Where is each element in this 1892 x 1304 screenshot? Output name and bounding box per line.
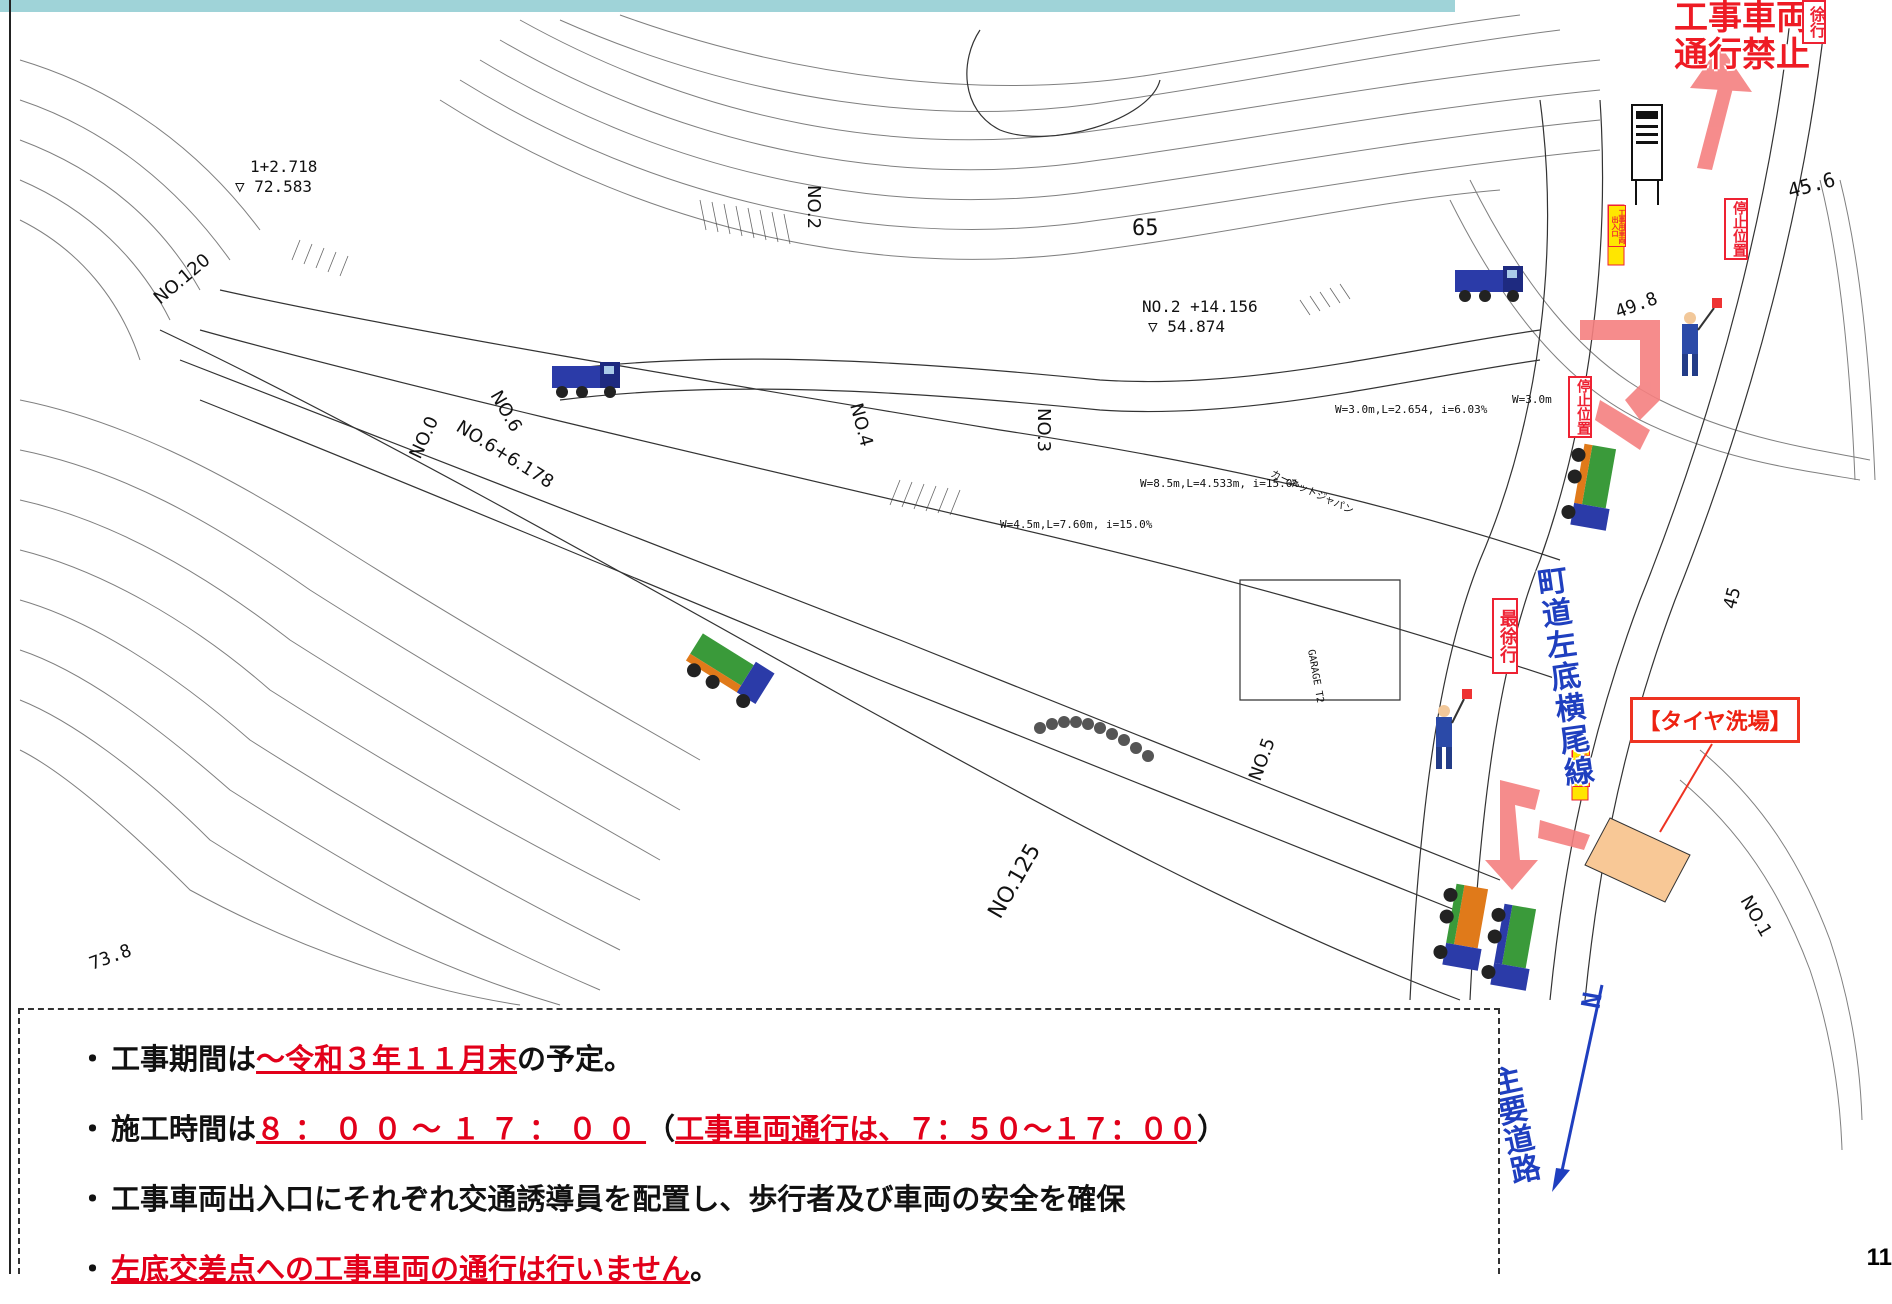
station-no-1-right: NO.1 xyxy=(1736,892,1776,941)
arrow-upper-down xyxy=(1595,400,1650,450)
elevation-a-value: ▽ 72.583 xyxy=(235,177,312,196)
truck-icon xyxy=(1561,443,1617,531)
contour-49-8: 49.8 xyxy=(1613,288,1661,323)
contour-65: 65 xyxy=(1132,216,1159,241)
arrow-lower-side xyxy=(1538,820,1590,850)
truck-icon xyxy=(1433,883,1489,971)
flagmen xyxy=(1436,298,1722,769)
truck-icon xyxy=(685,633,775,709)
spec-1: W=3.0m,L=2.654, i=6.03% xyxy=(1335,403,1488,416)
spec-2: W=8.5m,L=4.533m, i=15.0% xyxy=(1140,477,1299,490)
tire-wash-label: 【タイヤ洗場】 xyxy=(1630,697,1800,743)
note-traffic-guards: ・工事車両出入口にそれぞれ交通誘導員を配置し、歩行者及び車両の安全を確保 xyxy=(78,1182,1126,1216)
hours-highlight: ８：００～１７：００ xyxy=(256,1112,647,1146)
elevation-labels: 1+2.718 ▽ 72.583 NO.2 +14.156 ▽ 54.874 6… xyxy=(87,157,1838,975)
stop-tag-upper: 停止位置 xyxy=(1724,198,1748,260)
entry-sign-lower: 工事用車両出入口 xyxy=(1572,745,1590,787)
traffic-arrows xyxy=(1485,45,1752,890)
spec-3: W=4.5m,L=7.60m, i=15.0% xyxy=(1000,518,1153,531)
trucks xyxy=(552,266,1617,991)
vehicle-hours-highlight: 工事車両通行は、７：５０～１７：００ xyxy=(675,1112,1198,1146)
contour-45-6: 45.6 xyxy=(1785,167,1838,203)
garage-label: GARAGE T2 xyxy=(1305,649,1325,704)
arrow-lower-head xyxy=(1485,860,1538,890)
slow-tag-top: 徐行 xyxy=(1802,0,1826,44)
tire-wash-leader xyxy=(1659,743,1713,833)
prohibition-line2: 通行禁止 xyxy=(1674,35,1810,76)
truck-icon xyxy=(1481,903,1537,991)
period-highlight: ～令和３年１１月末 xyxy=(256,1042,518,1076)
w30-label: W=3.0m xyxy=(1512,393,1552,406)
contour-lines xyxy=(19,14,1876,1151)
tire-fence xyxy=(1034,716,1154,762)
station-no-2-top: NO.2 xyxy=(803,185,824,229)
north-arrow xyxy=(1552,984,1604,1192)
truck-icon xyxy=(552,362,620,398)
flagman-icon xyxy=(1436,689,1472,769)
note-intersection: ・左底交差点への工事車両の通行は行いません。 xyxy=(78,1252,720,1286)
station-no-120: NO.120 xyxy=(150,250,215,309)
left-border-line xyxy=(9,0,11,1274)
signboard-icon xyxy=(1631,104,1663,205)
prohibition-notice: 工事車両 通行禁止 xyxy=(1662,0,1822,75)
arrow-lower-turn xyxy=(1500,780,1540,860)
note-working-hours: ・施工時間は８：００～１７：００（工事車両通行は、７：５０～１７：００） xyxy=(78,1112,1227,1146)
arrow-north-prohibited xyxy=(1697,80,1735,170)
elevation-b-station: NO.2 +14.156 xyxy=(1142,297,1258,316)
note-bullet: ・ xyxy=(78,1042,108,1076)
stop-tag-lower: 停止位置 xyxy=(1568,376,1592,438)
intersection-highlight: 左底交差点への工事車両の通行は行いません xyxy=(111,1252,691,1286)
station-no-0: NO.0 xyxy=(405,413,443,462)
station-no-125: NO.125 xyxy=(984,840,1047,923)
contour-45: 45 xyxy=(1720,585,1746,611)
note-construction-period: ・工事期間は～令和３年１１月末の予定。 xyxy=(78,1042,634,1076)
elevation-a-station: 1+2.718 xyxy=(250,157,317,176)
note-bullet: ・ xyxy=(78,1182,108,1216)
elevation-b-value: ▽ 54.874 xyxy=(1148,317,1225,336)
tire-wash-pad xyxy=(1584,817,1691,903)
station-no-5: NO.5 xyxy=(1245,735,1280,784)
arrow-upper-turn xyxy=(1580,320,1660,420)
entry-sign-upper: 工事用車両出入口 xyxy=(1608,205,1626,247)
tire-wash-area xyxy=(1584,743,1713,903)
arrow-north-head xyxy=(1690,45,1752,92)
slow-tag-lower: 最徐行 xyxy=(1492,598,1518,674)
hachure-slopes xyxy=(291,199,1351,516)
truck-icon xyxy=(1455,266,1523,302)
site-plan-map: NO.120 NO.125 NO.1 NO.2 NO.3 NO.4 NO.5 N… xyxy=(19,14,1876,1192)
notes-box: ・工事期間は～令和３年１１月末の予定。 ・施工時間は８：００～１７：００（工事車… xyxy=(18,1008,1500,1286)
top-banner-bar xyxy=(0,0,1455,12)
company-label: カーネットジャパン xyxy=(1269,468,1356,517)
prohibition-line1: 工事車両 xyxy=(1674,0,1810,38)
note-bullet: ・ xyxy=(78,1112,108,1146)
spot-73-8: 73.8 xyxy=(87,940,135,975)
note-bullet: ・ xyxy=(78,1252,108,1286)
page-number: 11 xyxy=(1866,1244,1892,1271)
station-no-3: NO.3 xyxy=(1033,408,1054,452)
flagman-icon xyxy=(1682,298,1722,376)
